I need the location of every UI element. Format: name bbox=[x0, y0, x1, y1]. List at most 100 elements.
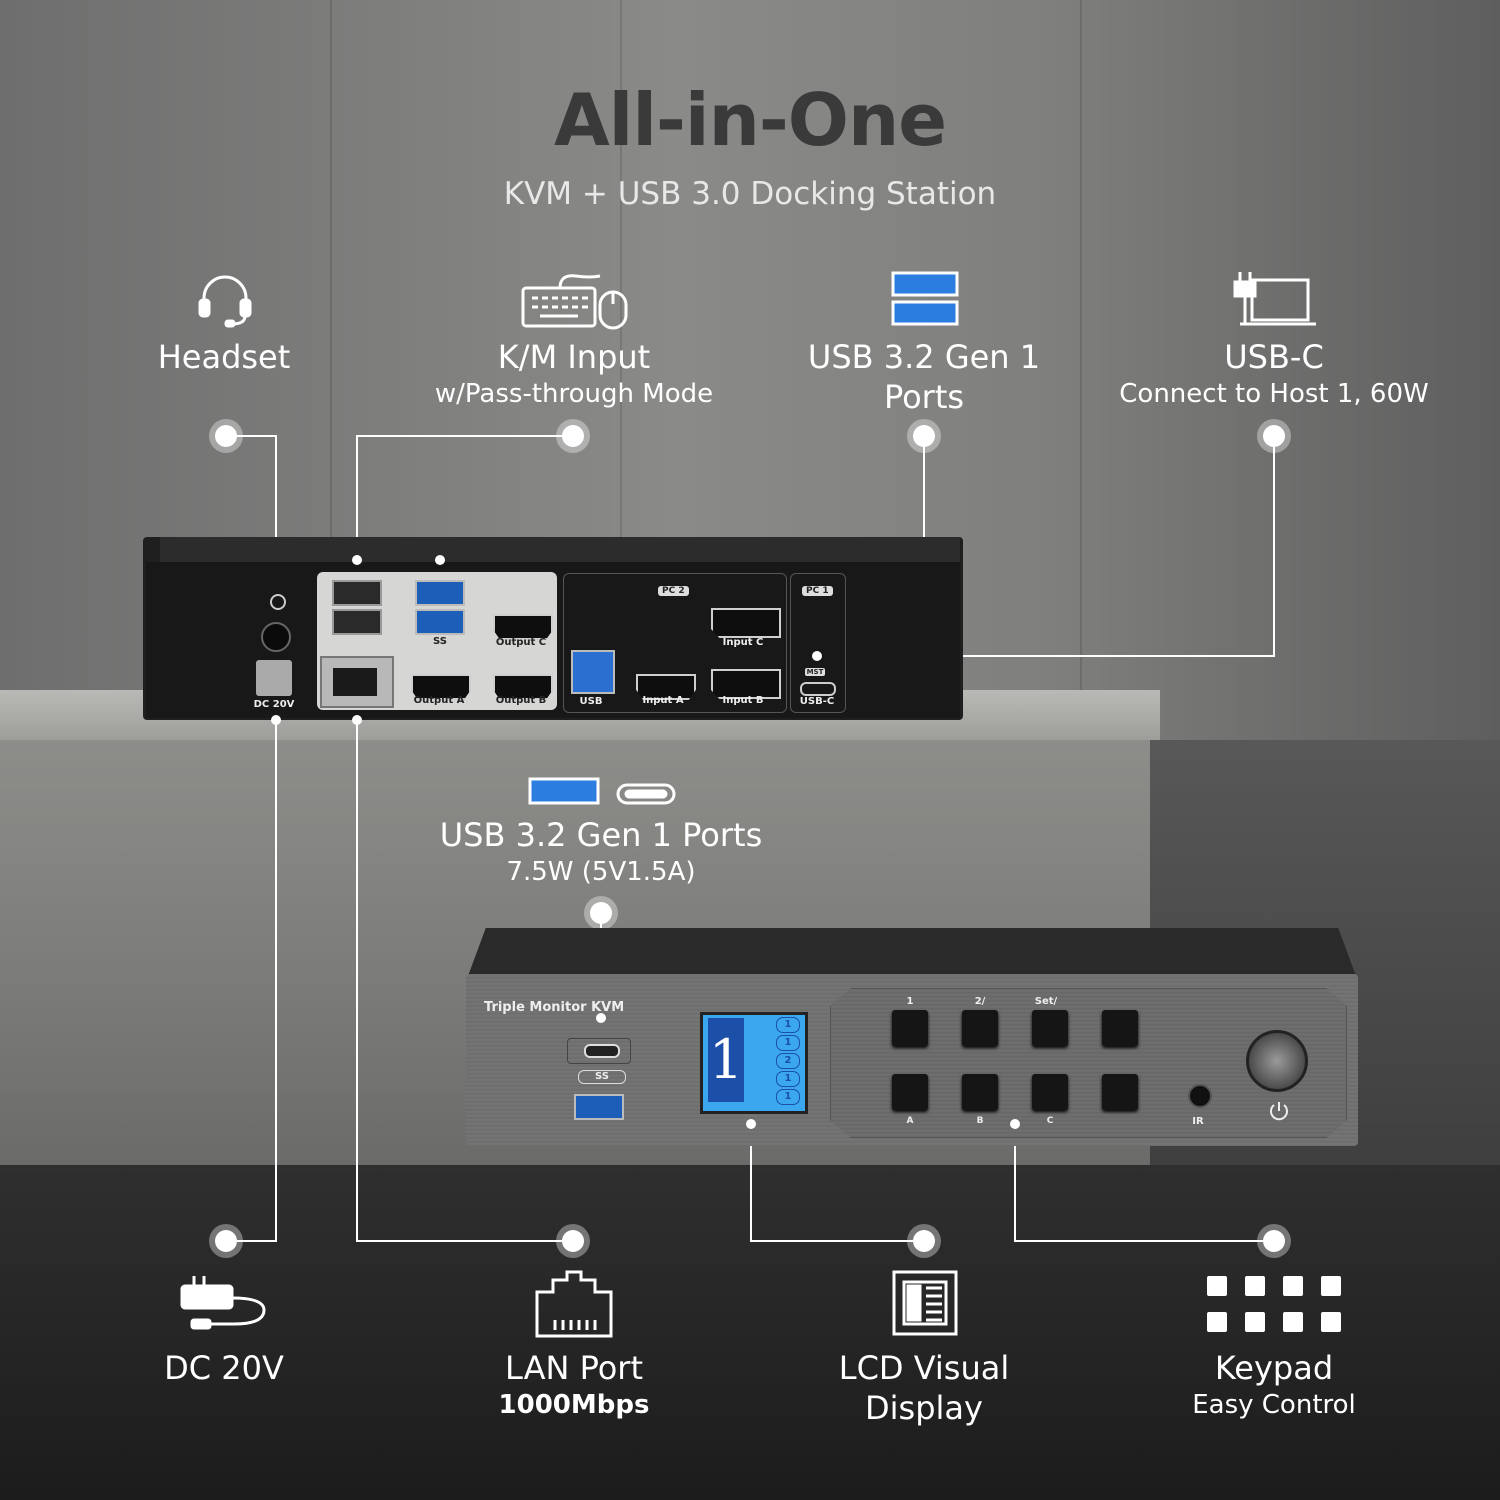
keypad-button[interactable] bbox=[962, 1074, 998, 1110]
port-label: Output A bbox=[413, 695, 465, 706]
usb-a-ports-icon bbox=[890, 270, 960, 332]
feature-title: LCD Visual bbox=[838, 1349, 1010, 1387]
ss-label: SS bbox=[433, 636, 447, 647]
key-label: B bbox=[976, 1116, 984, 1126]
feature-subtitle: 7.5W (5V1.5A) bbox=[506, 857, 696, 887]
keypad-button[interactable] bbox=[1102, 1010, 1138, 1046]
rear-pc1-panel bbox=[790, 573, 846, 713]
anchor-dot bbox=[271, 715, 281, 725]
feature-subtitle: Connect to Host 1, 60W bbox=[1119, 379, 1429, 409]
keyboard-mouse-icon bbox=[520, 270, 630, 334]
callout-dot bbox=[1263, 1230, 1285, 1252]
kvm-front-top bbox=[468, 928, 1356, 976]
headset-jack bbox=[270, 594, 286, 610]
feature-subtitle: w/Pass-through Mode bbox=[434, 379, 714, 409]
port-label: Input B bbox=[722, 695, 764, 706]
feature-title: USB 3.2 Gen 1 Ports bbox=[439, 816, 763, 854]
anchor-dot bbox=[1010, 1119, 1020, 1129]
port-label: Input C bbox=[722, 637, 764, 648]
feature-title: USB 3.2 Gen 1 bbox=[807, 338, 1041, 376]
feature-km-input: K/M Input w/Pass-through Mode bbox=[400, 337, 748, 411]
lcd-row-value: 2 bbox=[776, 1053, 800, 1069]
keypad-button[interactable] bbox=[962, 1010, 998, 1046]
ir-label: IR bbox=[1192, 1116, 1204, 1127]
key-label: 2/ bbox=[974, 996, 986, 1007]
feature-subtitle: 1000Mbps bbox=[498, 1390, 650, 1420]
laptop-power-icon bbox=[1230, 270, 1318, 332]
keypad-button[interactable] bbox=[892, 1010, 928, 1046]
key-label: 1 bbox=[906, 996, 914, 1007]
keypad-icon bbox=[1205, 1274, 1345, 1338]
anchor-dot bbox=[746, 1119, 756, 1129]
page-title: All-in-One bbox=[553, 78, 947, 162]
hdmi-output-c bbox=[493, 614, 553, 640]
anchor-dot bbox=[596, 1013, 606, 1023]
usb-b-port bbox=[571, 650, 615, 694]
callout-dot bbox=[215, 425, 237, 447]
lcd-row-value: 1 bbox=[776, 1071, 800, 1087]
feature-subtitle: Ports bbox=[883, 378, 965, 416]
model-label: Triple Monitor KVM bbox=[484, 1000, 625, 1015]
hdmi-output-b bbox=[493, 674, 553, 700]
anchor-dot bbox=[352, 715, 362, 725]
port-label: USB bbox=[579, 696, 603, 707]
feature-title: Headset bbox=[157, 338, 291, 376]
feature-subtitle: Display bbox=[865, 1389, 983, 1427]
callout-dot bbox=[913, 1230, 935, 1252]
feature-front-usb: USB 3.2 Gen 1 Ports 7.5W (5V1.5A) bbox=[400, 815, 802, 889]
callout-dot bbox=[562, 425, 584, 447]
feature-usb-c: USB-C Connect to Host 1, 60W bbox=[1094, 337, 1454, 411]
callout-dot bbox=[562, 1230, 584, 1252]
key-label: C bbox=[1046, 1116, 1054, 1126]
feature-lan-port: LAN Port 1000Mbps bbox=[424, 1348, 724, 1422]
keypad-button[interactable] bbox=[1032, 1010, 1068, 1046]
feature-title: Keypad bbox=[1214, 1349, 1334, 1387]
feature-title: K/M Input bbox=[497, 338, 651, 376]
port-label: USB-C bbox=[799, 696, 835, 707]
feature-lcd: LCD Visual Display bbox=[774, 1348, 1074, 1428]
feature-title: DC 20V bbox=[164, 1349, 284, 1387]
pc2-tag: PC 2 bbox=[658, 586, 689, 596]
front-usb-c-port bbox=[584, 1044, 620, 1058]
lcd-row-value: 1 bbox=[776, 1035, 800, 1051]
ir-sensor bbox=[1188, 1084, 1212, 1108]
feature-dc-power: DC 20V bbox=[74, 1348, 374, 1388]
mst-tag: MST bbox=[805, 668, 825, 676]
usb-a-and-c-icon bbox=[528, 777, 678, 811]
callout-dot bbox=[913, 425, 935, 447]
feature-subtitle: Easy Control bbox=[1192, 1390, 1356, 1420]
power-button[interactable] bbox=[1246, 1030, 1308, 1092]
usb-c-port bbox=[800, 682, 836, 696]
kvm-rear-top bbox=[160, 537, 960, 565]
callout-dot bbox=[590, 902, 612, 924]
audio-port bbox=[261, 622, 291, 652]
headset-icon bbox=[196, 272, 254, 332]
keypad-button[interactable] bbox=[1102, 1074, 1138, 1110]
rear-pc2-panel bbox=[563, 573, 787, 713]
usb3-port bbox=[415, 580, 465, 606]
power-icon bbox=[1268, 1100, 1290, 1126]
port-label: Input A bbox=[642, 695, 684, 706]
lcd-channel: 1 bbox=[708, 1018, 744, 1102]
usb-km-port bbox=[332, 580, 382, 606]
key-label: Set/ bbox=[1034, 996, 1058, 1007]
lcd-row-value: 1 bbox=[776, 1017, 800, 1033]
anchor-dot bbox=[812, 651, 822, 661]
feature-title: LAN Port bbox=[505, 1349, 643, 1387]
wall-seam bbox=[330, 0, 332, 740]
dp-input-b bbox=[711, 669, 781, 699]
callout-dot bbox=[1263, 425, 1285, 447]
wall-seam bbox=[620, 0, 622, 740]
feature-title: USB-C bbox=[1224, 338, 1324, 376]
usb3-port bbox=[415, 609, 465, 635]
wall-seam bbox=[1080, 0, 1082, 740]
keypad-button[interactable] bbox=[892, 1074, 928, 1110]
dp-input-c bbox=[711, 608, 781, 638]
lcd-display-icon bbox=[892, 1270, 958, 1340]
front-usb3-port bbox=[574, 1094, 624, 1120]
feature-keypad: Keypad Easy Control bbox=[1124, 1348, 1424, 1422]
ss-badge: SS bbox=[578, 1070, 626, 1084]
dc-jack bbox=[256, 660, 292, 696]
feature-usb-ports: USB 3.2 Gen 1 Ports bbox=[774, 337, 1074, 417]
keypad-button[interactable] bbox=[1032, 1074, 1068, 1110]
